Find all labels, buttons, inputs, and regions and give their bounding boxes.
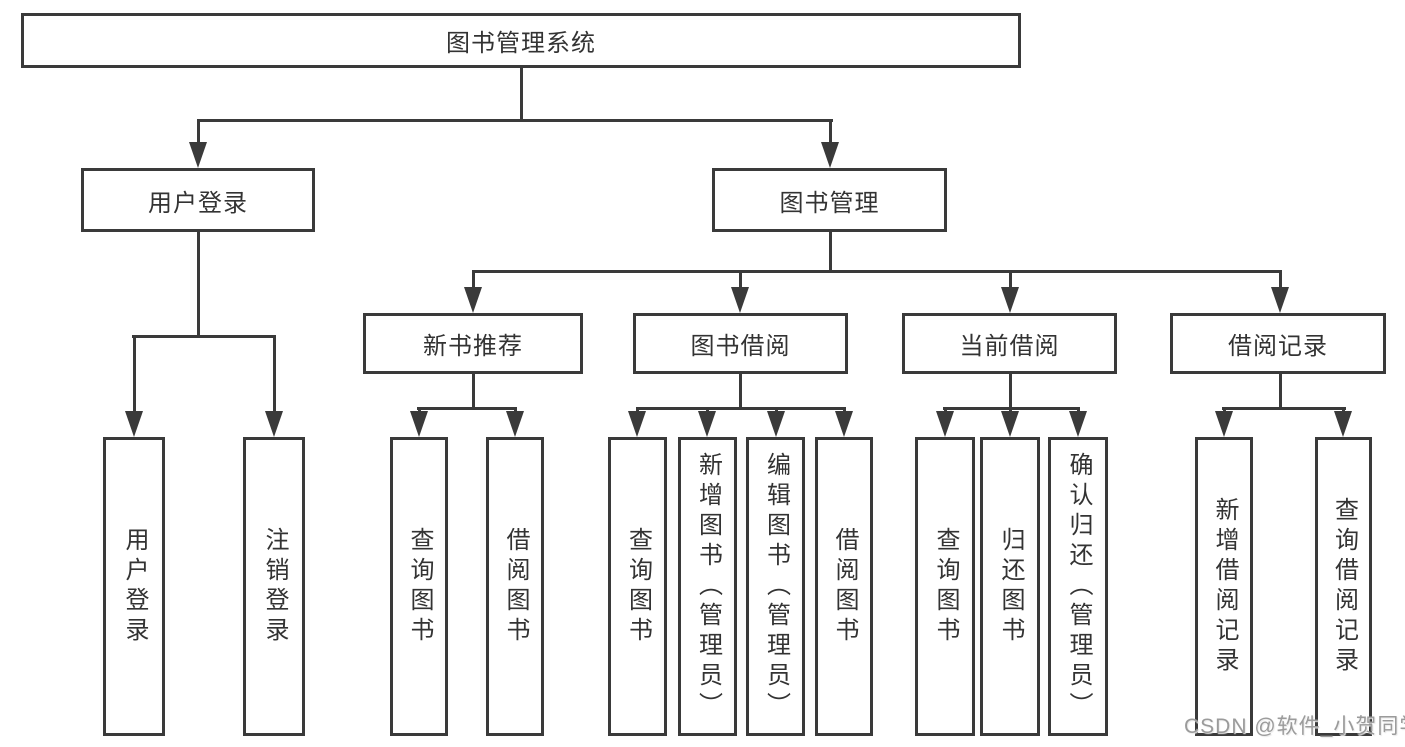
connector-stub-cb-return [1009, 407, 1012, 413]
leaf-nb-borrow-book-label: 借阅图书 [502, 526, 529, 647]
leaf-cb-confirm-return-admin-label: 确认归还（管理员） [1065, 451, 1092, 722]
leaf-br-query-record: 查询借阅记录 [1315, 437, 1372, 736]
connector-stub-nb-borrow [514, 407, 517, 413]
leaf-cb-query-book-label: 查询图书 [932, 526, 959, 647]
arrow-book-mgmt [821, 142, 839, 168]
connector-stub-book-mgmt [829, 119, 832, 142]
connector-stub-br-add [1223, 407, 1226, 413]
connector-stub-leaf-user-login [133, 335, 136, 411]
connector-stub-cb-query [944, 407, 947, 413]
connector-book-borrow-drop [739, 374, 742, 410]
arrow-nb-borrow [506, 411, 524, 437]
node-book-borrow: 图书借阅 [633, 313, 848, 374]
node-user-login: 用户登录 [81, 168, 315, 232]
connector-stub-nb-query [418, 407, 421, 413]
leaf-bb-add-book-admin-label: 新增图书（管理员） [694, 451, 722, 722]
connector-stub-bb-borrow [843, 407, 846, 413]
leaf-logout-login: 注销登录 [243, 437, 305, 736]
connector-stub-borrow-record [1279, 270, 1282, 287]
leaf-bb-borrow-book: 借阅图书 [815, 437, 873, 736]
leaf-br-query-record-label: 查询借阅记录 [1330, 496, 1358, 677]
arrow-br-query [1334, 411, 1352, 437]
connector-root-drop [520, 68, 523, 122]
leaf-bb-edit-book-admin: 编辑图书（管理员） [746, 437, 805, 736]
arrow-bb-borrow [835, 411, 853, 437]
node-library-system: 图书管理系统 [21, 13, 1021, 68]
leaf-bb-borrow-book-label: 借阅图书 [831, 526, 858, 647]
arrow-cb-query [936, 411, 954, 437]
node-book-mgmt: 图书管理 [712, 168, 947, 232]
connector-stub-book-borrow [739, 270, 742, 287]
leaf-br-add-record: 新增借阅记录 [1195, 437, 1253, 736]
connector-stub-bb-edit [775, 407, 778, 413]
leaf-br-add-record-label: 新增借阅记录 [1211, 496, 1238, 677]
connector-stub-leaf-logout [273, 335, 276, 411]
leaf-nb-query-book-label: 查询图书 [406, 526, 433, 647]
leaf-nb-borrow-book: 借阅图书 [486, 437, 544, 736]
node-borrow-record: 借阅记录 [1170, 313, 1386, 374]
connector-stub-bb-query [636, 407, 639, 413]
leaf-bb-query-book: 查询图书 [608, 437, 667, 736]
arrow-bb-query [628, 411, 646, 437]
arrow-leaf-user-login [125, 411, 143, 437]
arrow-current-borrow [1001, 287, 1019, 313]
arrow-bb-add [698, 411, 716, 437]
arrow-leaf-logout [265, 411, 283, 437]
leaf-bb-add-book-admin: 新增图书（管理员） [678, 437, 737, 736]
connector-current-borrow-drop [1009, 374, 1012, 410]
connector-new-book-drop [472, 374, 475, 410]
connector-stub-current-borrow [1009, 270, 1012, 287]
connector-root-bus [197, 119, 833, 122]
arrow-cb-return [1001, 411, 1019, 437]
connector-stub-br-query [1342, 407, 1345, 413]
leaf-user-login-label: 用户登录 [121, 526, 148, 647]
connector-borrow-record-bus [1222, 407, 1346, 410]
connector-user-login-drop [197, 232, 200, 338]
leaf-cb-confirm-return-admin: 确认归还（管理员） [1048, 437, 1108, 736]
arrow-user-login [189, 142, 207, 168]
connector-book-mgmt-drop [829, 232, 832, 273]
connector-book-borrow-bus [636, 407, 846, 410]
connector-stub-user-login [197, 119, 200, 142]
arrow-bb-edit [767, 411, 785, 437]
connector-stub-cb-confirm [1077, 407, 1080, 413]
csdn-watermark: CSDN @软件_小贺同学 [1184, 715, 1405, 738]
leaf-cb-return-book-label: 归还图书 [997, 526, 1024, 647]
leaf-nb-query-book: 查询图书 [390, 437, 448, 736]
connector-user-login-bus [132, 335, 275, 338]
node-new-book-recommend: 新书推荐 [363, 313, 583, 374]
connector-stub-bb-add [706, 407, 709, 413]
node-current-borrow: 当前借阅 [902, 313, 1117, 374]
connector-new-book-bus [417, 407, 516, 410]
arrow-book-borrow [731, 287, 749, 313]
arrow-new-book [464, 287, 482, 313]
arrow-br-add [1215, 411, 1233, 437]
leaf-bb-query-book-label: 查询图书 [624, 526, 652, 647]
arrow-nb-query [410, 411, 428, 437]
leaf-logout-login-label: 注销登录 [261, 526, 288, 647]
connector-stub-new-book [472, 270, 475, 287]
leaf-bb-edit-book-admin-label: 编辑图书（管理员） [762, 451, 790, 722]
connector-book-mgmt-bus [472, 270, 1282, 273]
leaf-user-login: 用户登录 [103, 437, 165, 736]
arrow-cb-confirm [1069, 411, 1087, 437]
arrow-borrow-record [1271, 287, 1289, 313]
connector-borrow-record-drop [1279, 374, 1282, 410]
leaf-cb-query-book: 查询图书 [915, 437, 975, 736]
leaf-cb-return-book: 归还图书 [980, 437, 1040, 736]
